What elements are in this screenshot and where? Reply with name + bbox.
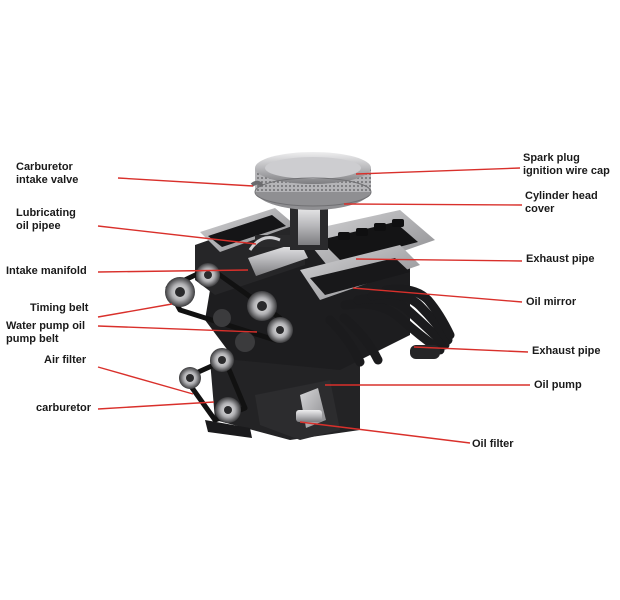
leader-carburetor (97, 401, 215, 410)
label-exhaust-pipe-lower: Exhaust pipe (532, 345, 601, 357)
leader-oil-mirror (352, 287, 523, 303)
label-oil-filter: Oil filter (472, 438, 514, 450)
leader-air-filter (97, 366, 194, 395)
leader-exhaust-pipe-lower (413, 346, 529, 353)
label-timing-belt: Timing belt (30, 302, 89, 314)
label-oil-pump: Oil pump (534, 379, 582, 391)
leader-timing-belt (97, 303, 173, 318)
leader-intake-manifold (97, 269, 249, 273)
leader-spark-plug-ignition-wire-cap (355, 167, 521, 175)
label-spark-plug-ignition-wire-cap: Spark plug ignition wire cap (523, 152, 610, 177)
leader-lubricating-oil-pipee (97, 225, 257, 245)
label-oil-mirror: Oil mirror (526, 296, 577, 308)
engine-illustration (165, 152, 455, 440)
label-carburetor-intake-valve: Carburetor intake valve (16, 161, 79, 186)
label-carburetor: carburetor (36, 402, 92, 414)
label-water-pump-oil-pump-belt: Water pump oil pump belt (6, 320, 86, 345)
leader-cylinder-head-cover (343, 203, 523, 206)
leader-oil-filter (299, 421, 471, 444)
label-air-filter: Air filter (44, 354, 87, 366)
label-exhaust-pipe-upper: Exhaust pipe (526, 253, 595, 265)
leader-water-pump-oil-pump-belt (97, 325, 258, 333)
label-cylinder-head-cover: Cylinder head cover (525, 190, 598, 215)
leader-exhaust-pipe-upper (355, 258, 523, 262)
leader-carburetor-intake-valve (117, 177, 254, 187)
label-lubricating-oil-pipee: Lubricating oil pipee (16, 207, 76, 232)
label-intake-manifold: Intake manifold (6, 265, 87, 277)
leader-lines (97, 167, 530, 444)
